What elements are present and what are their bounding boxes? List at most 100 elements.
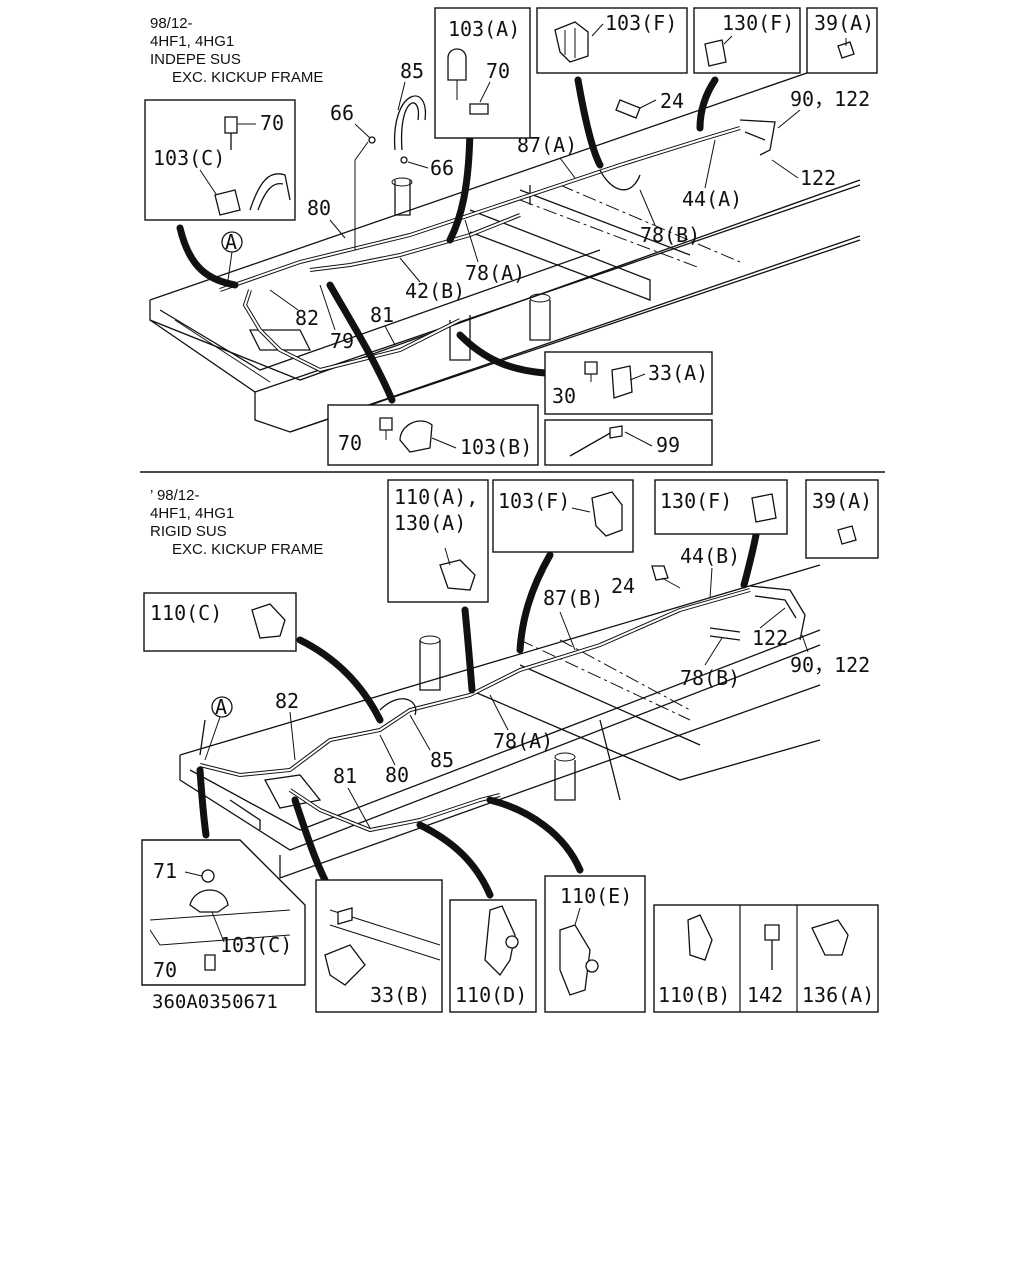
bottom-header-line3: RIGID SUS [150,523,227,540]
top-label-78a: 78(A) [465,261,525,285]
top-header-line1: 98/12- [150,15,193,32]
top-label-79: 79 [330,329,354,353]
top-box-103c-label-70: 70 [260,111,284,135]
bottom-box-142-label: 142 [747,983,783,1007]
top-header-line4: EXC. KICKUP FRAME [172,69,323,86]
bottom-box-110d-label: 110(D) [455,983,527,1007]
top-box-130f: 130(F) [693,7,801,74]
bottom-box-110a-130a: 110(A), 130(A) [387,479,489,603]
top-callout-103a [446,116,474,244]
top-label-44a: 44(A) [682,187,742,211]
bottom-callout-110a [461,606,476,694]
bottom-frame [179,564,821,879]
top-box-33a-label: 33(A) [648,361,708,385]
bottom-header-line2: 4HF1, 4HG1 [150,505,234,522]
top-label-66a: 66 [330,101,354,125]
bottom-callout-110d [416,821,494,899]
bottom-section: ’ 98/12- 4HF1, 4HG1 RIGID SUS EXC. KICKU… [141,479,879,1013]
top-box-39a-label: 39(A) [814,11,874,35]
top-label-90-122: 90，122 [790,87,870,111]
top-box-103b: 70 103(B) [327,404,539,466]
top-label-80: 80 [307,196,331,220]
bottom-box-130a-label: 130(A) [394,511,466,535]
bottom-label-24: 24 [611,574,635,598]
top-label-81: 81 [370,303,394,327]
top-box-103f: 103(F) [536,7,688,74]
top-section: 98/12- 4HF1, 4HG1 INDEPE SUS EXC. KICKUP… [144,7,878,466]
bottom-box-110b-142-136a: 110(B) 142 136(A) [653,904,879,1013]
bottom-label-78a: 78(A) [493,729,553,753]
top-box-103c-label: 103(C) [153,146,225,170]
top-callout-103c [176,224,239,289]
bottom-box-103c-label-70: 70 [153,958,177,982]
top-box-103f-label: 103(F) [605,11,677,35]
bottom-label-80: 80 [385,763,409,787]
top-label-24: 24 [660,89,684,113]
bottom-box-110c-label: 110(C) [150,601,222,625]
bottom-label-81: 81 [333,764,357,788]
bottom-box-103c-label-71: 71 [153,859,177,883]
top-box-103c: 70 103(C) [144,99,296,221]
bottom-box-136a-label: 136(A) [802,983,874,1007]
bottom-label-90-122: 90，122 [790,653,870,677]
bottom-box-110c: 110(C) [143,592,297,652]
bottom-box-39a: 39(A) [805,479,879,559]
bottom-box-39a-label: 39(A) [812,489,872,513]
top-box-103b-label-70: 70 [338,431,362,455]
top-callout-130f [696,76,719,132]
top-frame [149,64,861,433]
bottom-callout-103f [516,551,554,654]
top-header-line3: INDEPE SUS [150,51,241,68]
bottom-box-103f: 103(F) [492,479,634,553]
bottom-label-78b: 78(B) [680,666,740,690]
top-box-130f-label: 130(F) [722,11,794,35]
top-label-42b: 42(B) [405,279,465,303]
bottom-box-103f-label: 103(F) [498,489,570,513]
bottom-box-110b-label: 110(B) [658,983,730,1007]
top-pipes [219,95,776,373]
bottom-box-130f: 130(F) [654,479,788,535]
bottom-callout-103c [196,766,210,839]
bottom-callout-110e [486,796,584,874]
top-callout-33a [456,331,549,377]
top-box-99-label: 99 [656,433,680,457]
bottom-box-103c: 71 103(C) 70 [141,839,306,986]
top-box-103a-label: 103(A) [448,17,520,41]
bottom-header-line4: EXC. KICKUP FRAME [172,541,323,558]
bottom-label-A: A [215,695,227,719]
top-box-103b-label: 103(B) [460,435,532,459]
top-header-line2: 4HF1, 4HG1 [150,33,234,50]
bottom-label-122: 122 [752,626,788,650]
top-box-33a: 30 33(A) [544,351,713,415]
top-label-82: 82 [295,306,319,330]
top-box-103a: 103(A) 70 [434,7,531,139]
bottom-label-44b: 44(B) [680,544,740,568]
bottom-box-110a-label: 110(A), [394,485,478,509]
top-box-39a: 39(A) [806,7,878,74]
top-callout-103b [326,281,396,404]
top-box-99: 99 [544,419,713,466]
top-label-A: A [225,230,237,254]
bottom-header-line1: ’ 98/12- [150,487,199,504]
top-label-66b: 66 [430,156,454,180]
top-box-33a-label-30: 30 [552,384,576,408]
bottom-label-82: 82 [275,689,299,713]
drawing-code: 360A0350671 [152,991,278,1013]
bottom-box-110d: 110(D) [449,899,537,1013]
bottom-callout-33b [291,796,329,884]
top-callout-103f [574,76,604,169]
top-label-122: 122 [800,166,836,190]
top-label-78b: 78(B) [640,223,700,247]
top-box-103a-label-70: 70 [486,59,510,83]
bottom-box-33b: 33(B) [315,879,443,1013]
bottom-label-87b: 87(B) [543,586,603,610]
bottom-callout-110c [296,636,384,724]
top-label-85: 85 [400,59,424,83]
bottom-callout-130f [740,531,760,589]
bottom-box-103c-label: 103(C) [220,933,292,957]
bottom-label-85: 85 [430,748,454,772]
bottom-box-130f-label: 130(F) [660,489,732,513]
bottom-box-110e: 110(E) [544,875,646,1013]
bottom-box-33b-label: 33(B) [370,983,430,1007]
